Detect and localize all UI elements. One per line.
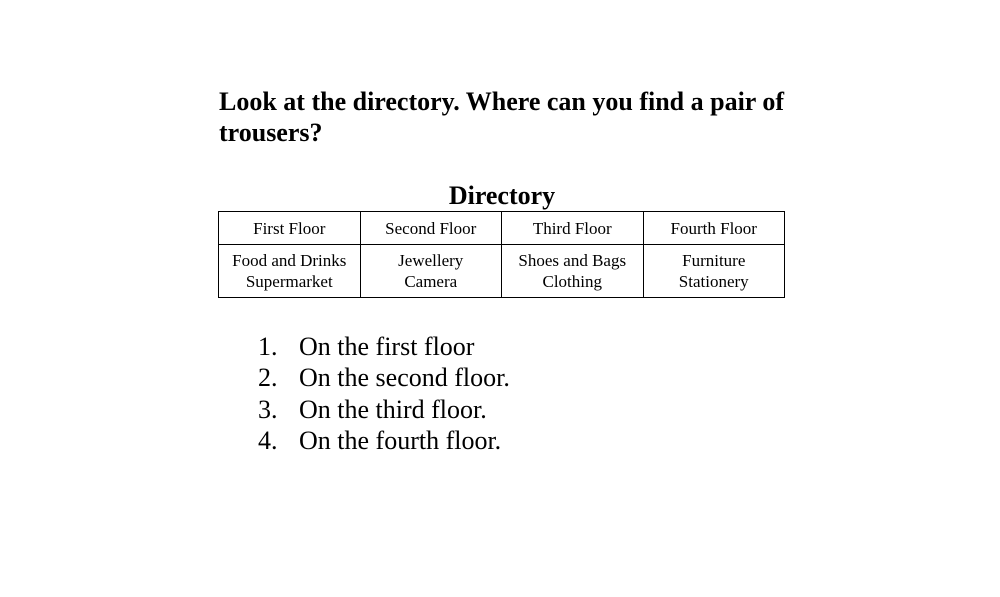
cell-line: Furniture [682,251,746,270]
cell-fourth-floor: Furniture Stationery [642,244,785,298]
directory-row: Food and Drinks Supermarket Jewellery Ca… [218,244,785,298]
answer-option-3[interactable]: 3. On the third floor. [258,394,510,425]
directory-table: First Floor Second Floor Third Floor Fou… [218,211,785,298]
cell-line: Jewellery [398,251,464,270]
cell-line: Clothing [542,272,602,291]
cell-first-floor: Food and Drinks Supermarket [218,244,361,298]
directory-title: Directory [448,181,556,210]
answer-options: 1. On the first floor 2. On the second f… [258,331,510,456]
answer-option-4[interactable]: 4. On the fourth floor. [258,425,510,456]
option-text: On the first floor [299,332,475,361]
option-number: 2. [258,363,278,393]
cell-line: Stationery [678,272,749,291]
option-text: On the fourth floor. [299,425,502,455]
directory-header-row: First Floor Second Floor Third Floor Fou… [218,211,785,245]
cell-third-floor: Shoes and Bags Clothing [501,244,644,298]
question-text: Look at the directory. Where can you fin… [219,87,785,147]
option-number: 4. [258,425,278,455]
cell-line: Supermarket [245,272,333,291]
header-third-floor: Third Floor [501,211,644,245]
header-second-floor: Second Floor [359,211,502,245]
cell-line: Camera [404,272,458,291]
header-fourth-floor: Fourth Floor [642,211,785,245]
header-first-floor: First Floor [218,211,361,245]
answer-option-1[interactable]: 1. On the first floor [258,331,510,362]
answer-option-2[interactable]: 2. On the second floor. [258,362,510,393]
option-number: 3. [258,394,278,424]
cell-second-floor: Jewellery Camera [359,244,502,298]
option-text: On the third floor. [299,394,487,424]
cell-line: Food and Drinks [232,251,347,270]
cell-line: Shoes and Bags [518,251,627,270]
option-text: On the second floor. [299,363,510,393]
option-number: 1. [258,332,278,361]
